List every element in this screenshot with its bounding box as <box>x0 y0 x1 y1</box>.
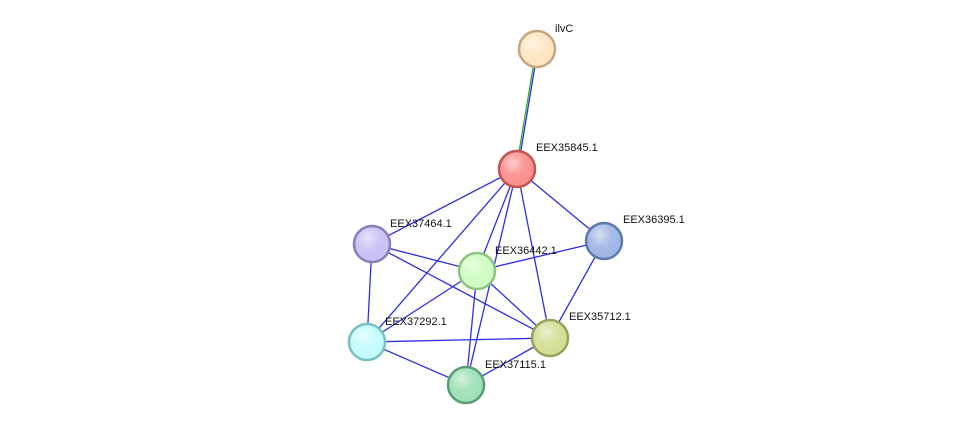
node-label-eex37115-1: EEX37115.1 <box>485 359 546 371</box>
edge-ilvc-eex35845-1 <box>515 48 537 169</box>
edge-eex37464-1-eex35712-1 <box>371 243 551 339</box>
node-label-eex37292-1: EEX37292.1 <box>385 316 447 328</box>
node-eex35712-1[interactable] <box>530 318 570 358</box>
edge-eex36442-1-eex37292-1 <box>366 270 478 343</box>
node-label-eex36395-1: EEX36395.1 <box>623 214 685 226</box>
node-highlight <box>350 325 384 359</box>
node-highlight <box>533 321 567 355</box>
node-highlight <box>500 152 534 186</box>
node-eex36442-1[interactable] <box>457 251 497 291</box>
edge-eex35845-1-eex37292-1 <box>366 168 518 343</box>
node-eex37292-1[interactable] <box>347 322 387 362</box>
node-highlight <box>520 32 554 66</box>
node-eex37464-1[interactable] <box>352 224 392 264</box>
node-highlight <box>449 368 483 402</box>
node-label-eex35712-1: EEX35712.1 <box>569 311 631 323</box>
edge-eex37292-1-eex35712-1 <box>366 337 551 343</box>
node-label-eex37464-1: EEX37464.1 <box>390 218 452 230</box>
node-highlight <box>587 224 621 258</box>
node-layer <box>347 29 624 405</box>
node-eex37115-1[interactable] <box>446 365 486 405</box>
edge-eex35845-1-eex37464-1 <box>371 168 518 245</box>
node-ilvc[interactable] <box>517 29 557 69</box>
node-label-eex35845-1: EEX35845.1 <box>536 142 598 154</box>
node-eex35845-1[interactable] <box>497 149 537 189</box>
node-highlight <box>355 227 389 261</box>
node-eex36395-1[interactable] <box>584 221 624 261</box>
edge-eex35845-1-eex35712-1 <box>516 168 551 339</box>
node-label-ilvc: ilvC <box>555 23 573 35</box>
node-highlight <box>460 254 494 288</box>
edge-ilvc-eex35845-1 <box>517 49 539 170</box>
edge-eex36395-1-eex36442-1 <box>476 240 605 272</box>
node-label-eex36442-1: EEX36442.1 <box>495 245 557 257</box>
